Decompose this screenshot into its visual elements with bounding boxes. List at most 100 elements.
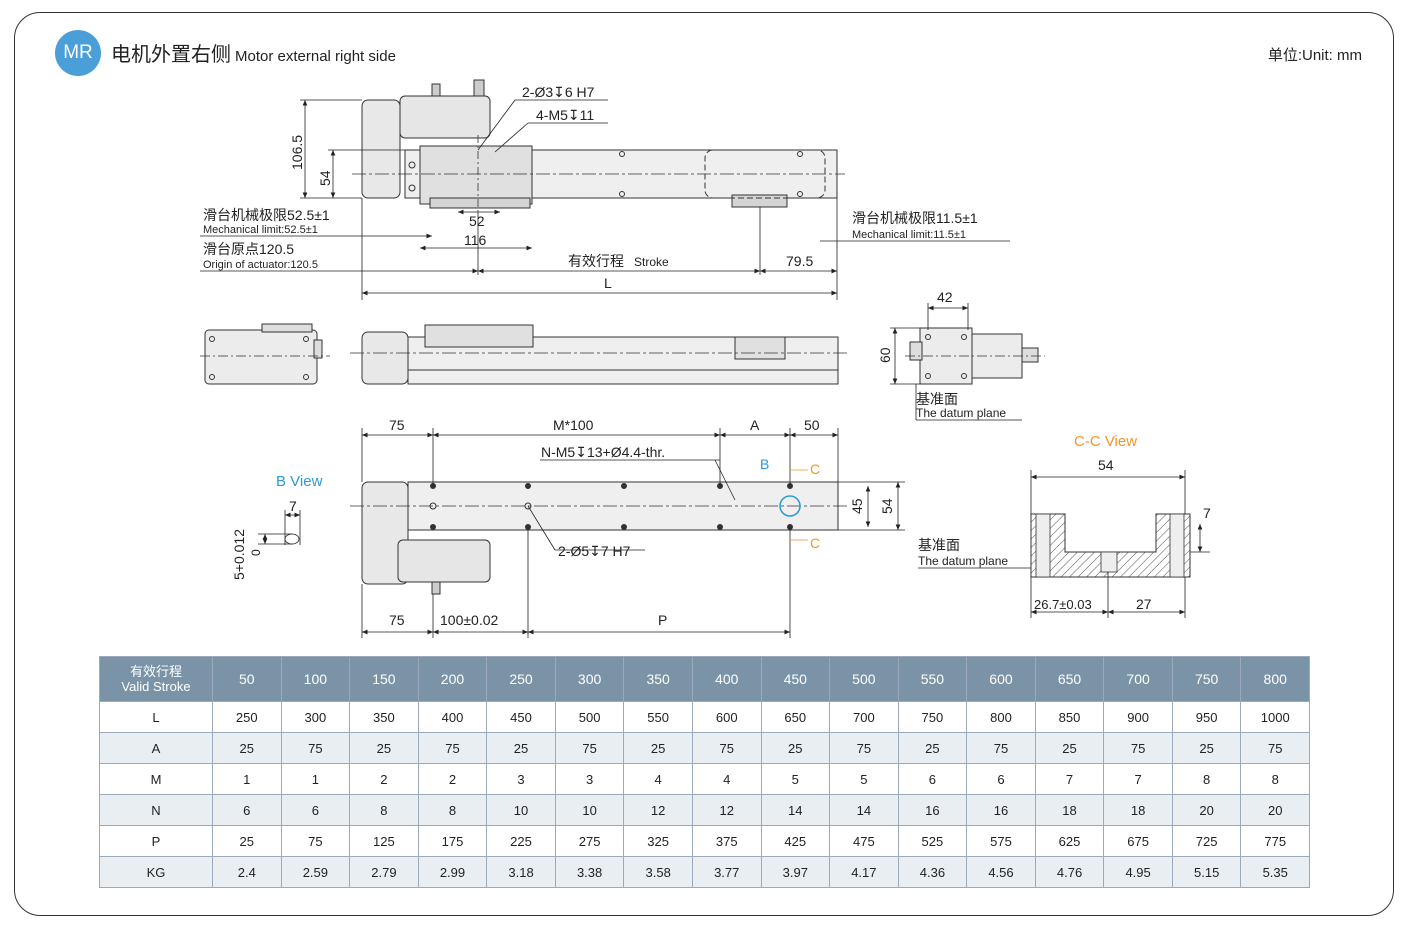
table-cell: 10 [554,794,625,826]
table-cell: 25 [1171,732,1242,764]
header-stroke: 50 [212,656,282,702]
dim-100: 100±0.02 [440,612,499,628]
dim-75-bottom: 75 [389,612,405,628]
table-cell: 25 [349,732,419,764]
table-cell: 7 [1034,763,1105,795]
table-cell: 450 [486,701,556,733]
table-cell: 12 [623,794,693,826]
table-cell: 6 [280,794,351,826]
table-cell: 3 [486,763,556,795]
table-cell: 6 [212,794,282,826]
table-cell: 4.56 [966,856,1036,888]
table-cell: 500 [554,701,625,733]
table-cell: 600 [691,701,762,733]
table-cell: 8 [1171,763,1242,795]
table-cell: 20 [1171,794,1242,826]
table-cell: 75 [966,732,1036,764]
header-stroke: 800 [1240,656,1310,702]
dim-60: 60 [877,347,893,363]
page-frame [14,12,1394,916]
header-stroke: 500 [829,656,899,702]
table-cell: 1 [212,763,282,795]
dim-50: 50 [804,417,820,433]
table-cell: 75 [280,825,351,857]
bottom-view-dims [361,428,905,638]
table-cell: 575 [966,825,1036,857]
header-stroke: 350 [623,656,693,702]
table-cell: 4.17 [829,856,899,888]
top-view-dims [200,99,1010,300]
b-view-dim-0: 0 [249,549,263,556]
table-cell: 75 [829,732,899,764]
header-stroke: 200 [417,656,488,702]
table-cell: 4.76 [1034,856,1105,888]
table-cell: 3.18 [486,856,556,888]
label-c-mark-top: C [810,461,820,477]
dim-54-top: 54 [317,170,333,186]
dim-L: L [604,275,612,291]
b-view-dim-7: 7 [289,498,297,514]
table-cell: 5 [829,763,899,795]
header-stroke: 750 [1171,656,1242,702]
dim-79-5: 79.5 [786,253,813,269]
table-cell: 75 [1103,732,1173,764]
table-cell: 2.59 [280,856,351,888]
dim-52: 52 [469,213,485,229]
table-cell: 8 [1240,763,1310,795]
table-cell: 750 [897,701,968,733]
end-view [905,327,1045,385]
table-cell: 125 [349,825,419,857]
header-stroke: 400 [691,656,762,702]
table-cell: 4.36 [897,856,968,888]
row-label: KG [99,856,213,888]
row-label: M [99,763,213,795]
table-cell: 20 [1240,794,1310,826]
table-cell: 6 [966,763,1036,795]
header-stroke: 300 [554,656,625,702]
table-cell: 700 [829,701,899,733]
row-label: A [99,732,213,764]
dim-m100: M*100 [553,417,594,433]
table-cell: 625 [1034,825,1105,857]
cc-dim-27: 27 [1136,596,1152,612]
table-cell: 18 [1034,794,1105,826]
table-cell: 25 [212,825,282,857]
table-cell: 2.99 [417,856,488,888]
row-label: L [99,701,213,733]
header-stroke: 700 [1103,656,1173,702]
table-cell: 25 [760,732,831,764]
table-cell: 14 [760,794,831,826]
table-cell: 75 [417,732,488,764]
label-datum-en-2: The datum plane [918,554,1008,568]
slide-table [419,145,533,205]
header-stroke: 550 [897,656,968,702]
table-cell: 225 [486,825,556,857]
table-cell: 3.97 [760,856,831,888]
table-cell: 8 [349,794,419,826]
label-stroke-en: Stroke [634,255,669,269]
end-view-dims [890,303,1022,421]
table-cell: 75 [1240,732,1310,764]
label-origin-en: Origin of actuator:120.5 [203,259,318,271]
table-cell: 5 [760,763,831,795]
table-cell: 300 [280,701,351,733]
label-datum-cn-1: 基准面 [916,391,958,407]
bottom-view [350,481,850,595]
label-datum-cn-2: 基准面 [918,537,960,553]
table-cell: 325 [623,825,693,857]
header-stroke: 650 [1034,656,1105,702]
table-cell: 400 [417,701,488,733]
b-view-marker [779,495,801,517]
cc-dim-7: 7 [1203,505,1211,521]
label-mech-limit-right-cn: 滑台机械极限11.5±1 [852,210,978,226]
table-cell: 4 [623,763,693,795]
dim-106-5: 106.5 [289,135,305,170]
header-stroke: 150 [349,656,419,702]
table-cell: 10 [486,794,556,826]
